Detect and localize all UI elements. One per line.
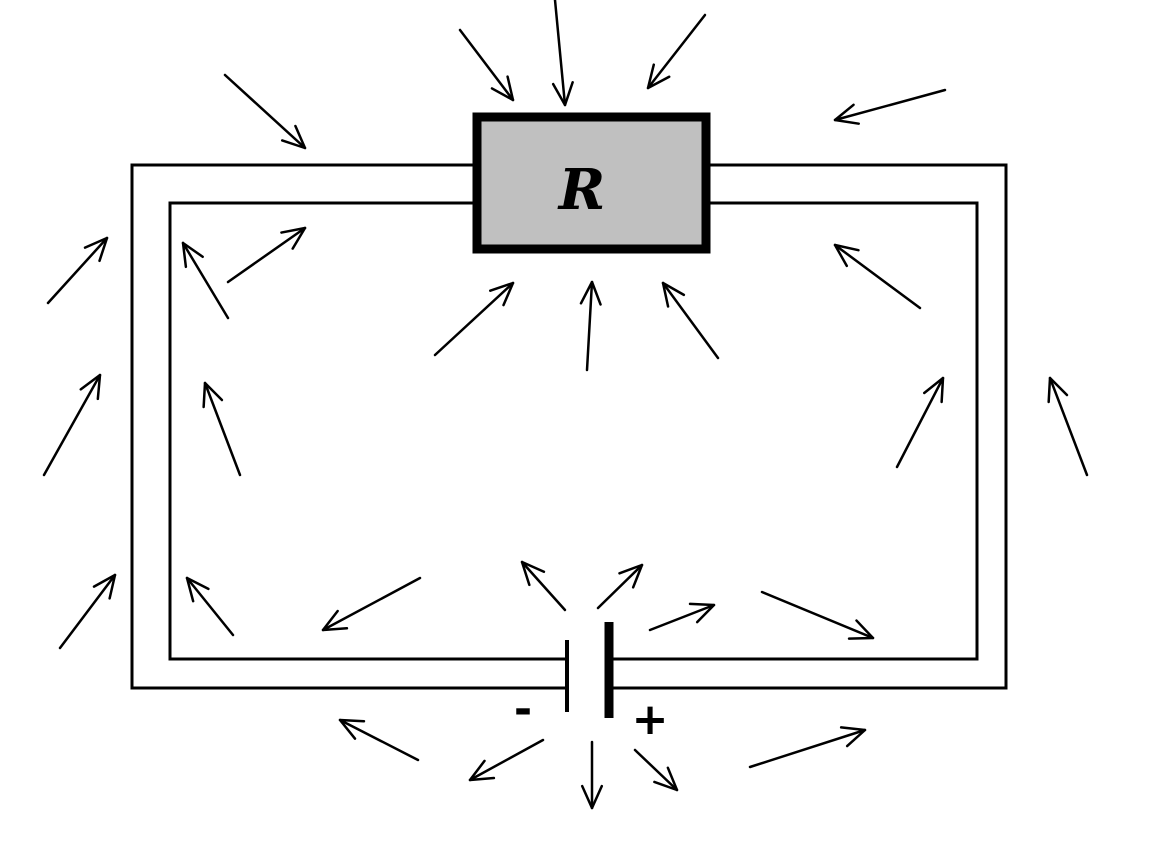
inner-wire-right: [611, 201, 979, 661]
field-arrow: [633, 748, 679, 792]
field-arrow: [661, 281, 720, 360]
field-arrow: [46, 236, 109, 305]
inner-wire-left: [168, 201, 567, 661]
field-arrow: [202, 381, 242, 477]
resistor-label: R: [557, 157, 606, 223]
battery-negative-label: -: [514, 684, 532, 735]
field-arrow: [181, 241, 230, 320]
field-arrow: [468, 738, 545, 782]
field-arrow: [895, 376, 945, 469]
field-arrow: [185, 576, 235, 637]
field-arrow: [648, 602, 716, 632]
field-arrows: [42, 0, 1089, 810]
field-arrow: [748, 726, 867, 769]
field-arrow: [42, 373, 102, 477]
circuit-wire: [130, 163, 1008, 690]
outer-wire-left: [130, 163, 567, 690]
outer-wire-right: [611, 163, 1008, 690]
field-arrow: [580, 740, 604, 810]
battery-positive-label: +: [632, 694, 669, 745]
field-arrow: [1047, 376, 1089, 477]
field-arrow: [58, 573, 117, 650]
resistor: R: [472, 112, 711, 254]
field-arrow: [458, 28, 515, 102]
field-arrow: [433, 281, 515, 357]
field-arrow: [223, 73, 307, 150]
field-arrow: [833, 88, 947, 125]
field-arrow: [760, 590, 875, 640]
resistor-body: [472, 112, 711, 254]
battery: - +: [514, 622, 669, 745]
battery-gap: [569, 630, 609, 710]
field-arrow: [579, 280, 602, 372]
field-arrow: [551, 0, 574, 107]
field-arrow: [646, 13, 707, 90]
field-arrow: [833, 243, 922, 310]
field-arrow: [321, 576, 422, 632]
field-arrow: [338, 718, 420, 762]
field-arrow: [520, 560, 567, 612]
field-arrow: [596, 563, 644, 610]
field-arrow: [226, 226, 307, 284]
